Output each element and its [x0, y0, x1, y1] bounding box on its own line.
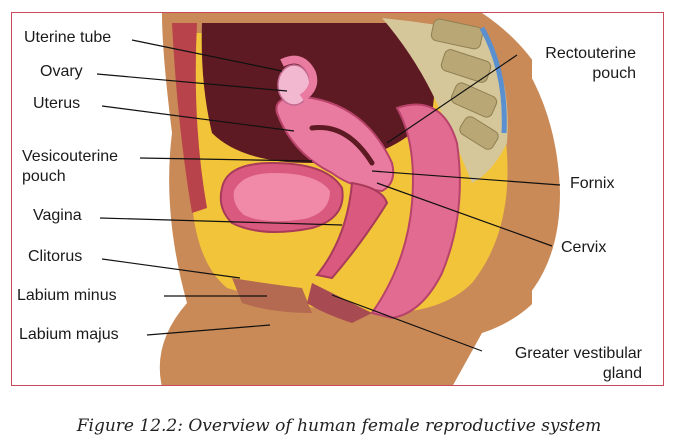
label-rectouterine-line2: pouch	[592, 65, 636, 82]
figure-caption: Figure 12.2: Overview of human female re…	[76, 416, 602, 436]
label-labium-majus: Labium majus	[19, 326, 119, 343]
label-ovary: Ovary	[40, 63, 83, 80]
uterine-cavity	[309, 124, 375, 166]
label-uterine-tube: Uterine tube	[24, 29, 112, 46]
label-fornix: Fornix	[570, 175, 615, 192]
buttock-shade	[453, 13, 663, 385]
label-uterus: Uterus	[33, 95, 81, 112]
label-vestibular-line2: gland	[602, 365, 642, 382]
label-rectouterine-line1: Rectouterine	[545, 45, 636, 62]
label-clitorus: Clitorus	[28, 248, 83, 265]
label-cervix: Cervix	[561, 239, 607, 256]
bladder-inner	[233, 173, 330, 222]
figure-frame: Uterine tube Ovary Uterus Vesicouterine …	[11, 12, 664, 386]
label-vesicouterine-line1: Vesicouterine	[22, 148, 119, 165]
label-vesicouterine-line2: pouch	[22, 168, 66, 185]
uterine-tube-shape	[280, 55, 318, 102]
labia	[232, 278, 312, 313]
label-labium-minus: Labium minus	[17, 287, 117, 304]
label-vestibular-line1: Greater vestibular	[514, 345, 642, 362]
label-vagina: Vagina	[33, 207, 82, 224]
